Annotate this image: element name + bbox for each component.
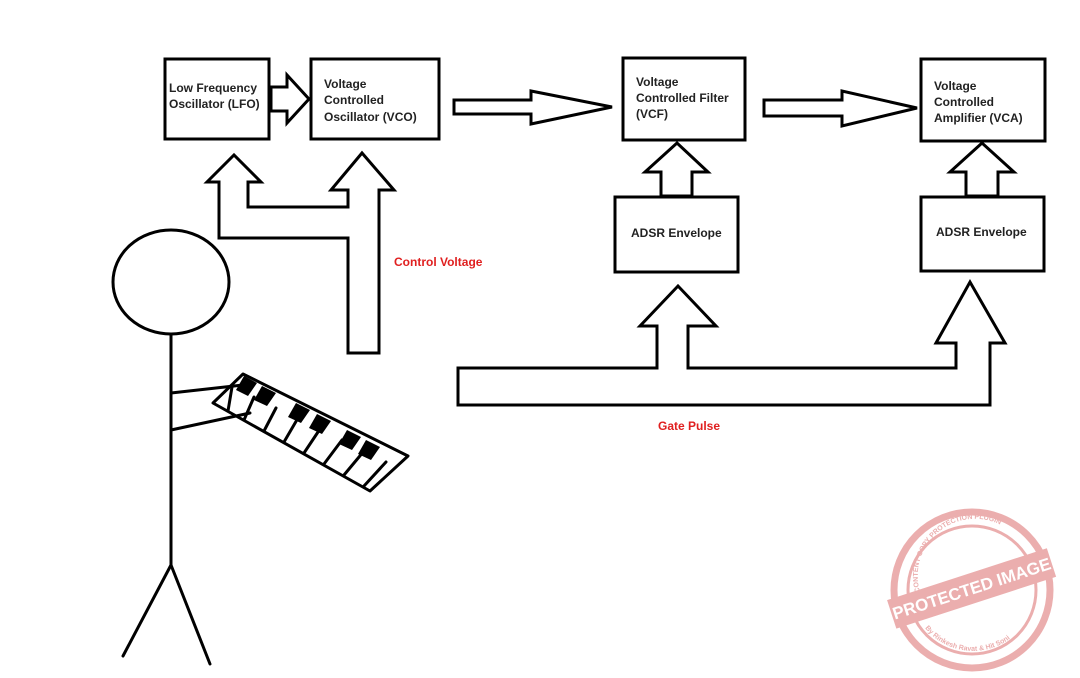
env-amp-box (919, 195, 1046, 273)
vca-label-line3: Amplifier (VCA) (934, 111, 1023, 125)
key-divider (226, 385, 234, 413)
vcf-box (621, 56, 747, 142)
stamp-inner-ring (906, 524, 1038, 656)
vca-box (919, 57, 1047, 143)
key-divider (262, 406, 278, 433)
black-key (358, 440, 380, 460)
env-filter-label: ADSR Envelope (631, 226, 722, 240)
vco-label-line2: Controlled (324, 93, 384, 107)
vco-label-line1: Voltage (324, 77, 367, 91)
gate-pulse-label: Gate Pulse (658, 419, 720, 433)
vco-label: Voltage Controlled Oscillator (VCO) (324, 77, 417, 124)
env-amp-label: ADSR Envelope (936, 225, 1027, 239)
vcf-label-line3: (VCF) (636, 107, 668, 121)
env-to-vca-arrow (946, 140, 1018, 198)
black-key (309, 414, 331, 434)
lfo-label-line1: Low Frequency (169, 81, 257, 95)
lfo-box (163, 57, 271, 141)
control-voltage-label: Control Voltage (394, 255, 483, 269)
vcf-to-vca-arrow (762, 89, 918, 128)
gate-pulse-arrow (456, 278, 1008, 407)
figure-right-leg (169, 563, 212, 666)
vcf-label-line1: Voltage (636, 75, 679, 89)
vcf-label: Voltage Controlled Filter (VCF) (636, 75, 732, 121)
vca-label-line1: Voltage (934, 79, 977, 93)
keyboard-icon (211, 372, 410, 493)
key-divider (362, 460, 388, 488)
vco-box (309, 57, 441, 141)
figure-head (111, 228, 231, 336)
stick-figure-icon (111, 228, 254, 666)
vco-to-vcf-arrow (452, 89, 613, 126)
env-to-vcf-arrow (641, 140, 712, 198)
figure-left-leg (121, 563, 173, 658)
stamp-outer-ring (890, 508, 1054, 672)
lfo-to-vco-arrow (269, 71, 312, 127)
black-key (254, 386, 276, 406)
stamp-banner (887, 548, 1057, 629)
vcf-label-line2: Controlled Filter (636, 91, 729, 105)
vca-label: Voltage Controlled Amplifier (VCA) (934, 79, 1023, 125)
env-filter-box (613, 195, 740, 274)
control-voltage-arrow (203, 150, 398, 355)
vca-label-line2: Controlled (934, 95, 994, 109)
black-key (339, 430, 361, 450)
vco-label-line3: Oscillator (VCO) (324, 110, 417, 124)
key-divider (282, 416, 300, 444)
black-key (236, 376, 257, 396)
lfo-label-line2: Oscillator (LFO) (169, 97, 260, 111)
lfo-label: Low Frequency Oscillator (LFO) (169, 81, 260, 111)
keyboard-body (211, 372, 410, 493)
key-divider (302, 427, 322, 455)
figure-upper-arm (169, 382, 254, 395)
black-key (288, 403, 310, 423)
key-divider (242, 395, 256, 422)
protected-image-stamp: CONTENT COPY PROTECTION PLUGIN PROTECTED… (887, 508, 1057, 672)
